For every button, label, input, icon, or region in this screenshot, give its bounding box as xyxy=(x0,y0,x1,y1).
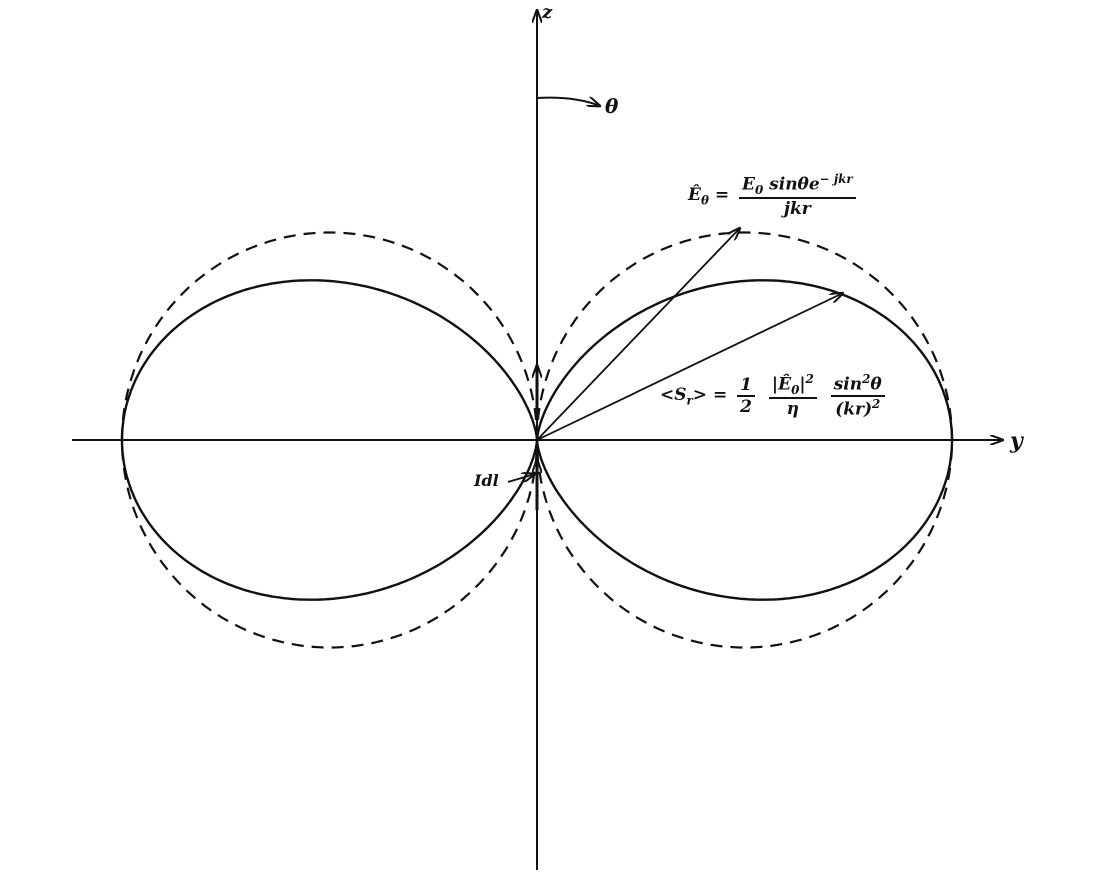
field-equation: Êθ = E0 sinθe− jkr jkr xyxy=(688,172,860,219)
mag-sup: 2 xyxy=(805,372,814,387)
sin-den-sup: 2 xyxy=(872,396,881,411)
idl-pointer-arrow xyxy=(507,474,535,483)
field-num: E xyxy=(742,174,755,195)
z-axis-label: z xyxy=(542,2,553,23)
idl-label: Idl xyxy=(474,471,499,490)
sin-num: sin xyxy=(833,374,863,395)
poynting-lhs: <S xyxy=(660,385,687,406)
field-lhs: Ê xyxy=(688,185,701,206)
poynting-vector-arrow xyxy=(536,293,843,441)
theta-arc-arrow xyxy=(536,98,600,106)
half-num: 1 xyxy=(737,375,755,397)
field-vector-arrow xyxy=(536,228,740,441)
field-lhs-sub: θ xyxy=(700,193,709,208)
theta-label: θ xyxy=(605,94,619,118)
sin-den: (kr) xyxy=(835,399,873,420)
field-num-sub: 0 xyxy=(754,183,764,198)
sin-sup: 2 xyxy=(862,372,871,386)
half-den: 2 xyxy=(740,396,752,417)
solid-power-lobe-left xyxy=(120,279,539,601)
mag-sub: 0 xyxy=(791,383,800,398)
y-axis-label: y xyxy=(1010,428,1023,454)
mag-end: | xyxy=(799,374,806,395)
solid-power-lobe-right xyxy=(535,279,954,601)
poynting-lhs-sub: r xyxy=(686,393,693,408)
sin-end: θ xyxy=(870,374,882,395)
poynting-lhs-end: > = xyxy=(692,385,728,406)
field-num-rest: sinθe xyxy=(763,174,820,195)
field-den: jkr xyxy=(783,199,811,220)
field-num-sup: − jkr xyxy=(819,172,853,186)
mag-num: |Ê xyxy=(771,374,792,395)
mag-den: η xyxy=(786,399,800,420)
